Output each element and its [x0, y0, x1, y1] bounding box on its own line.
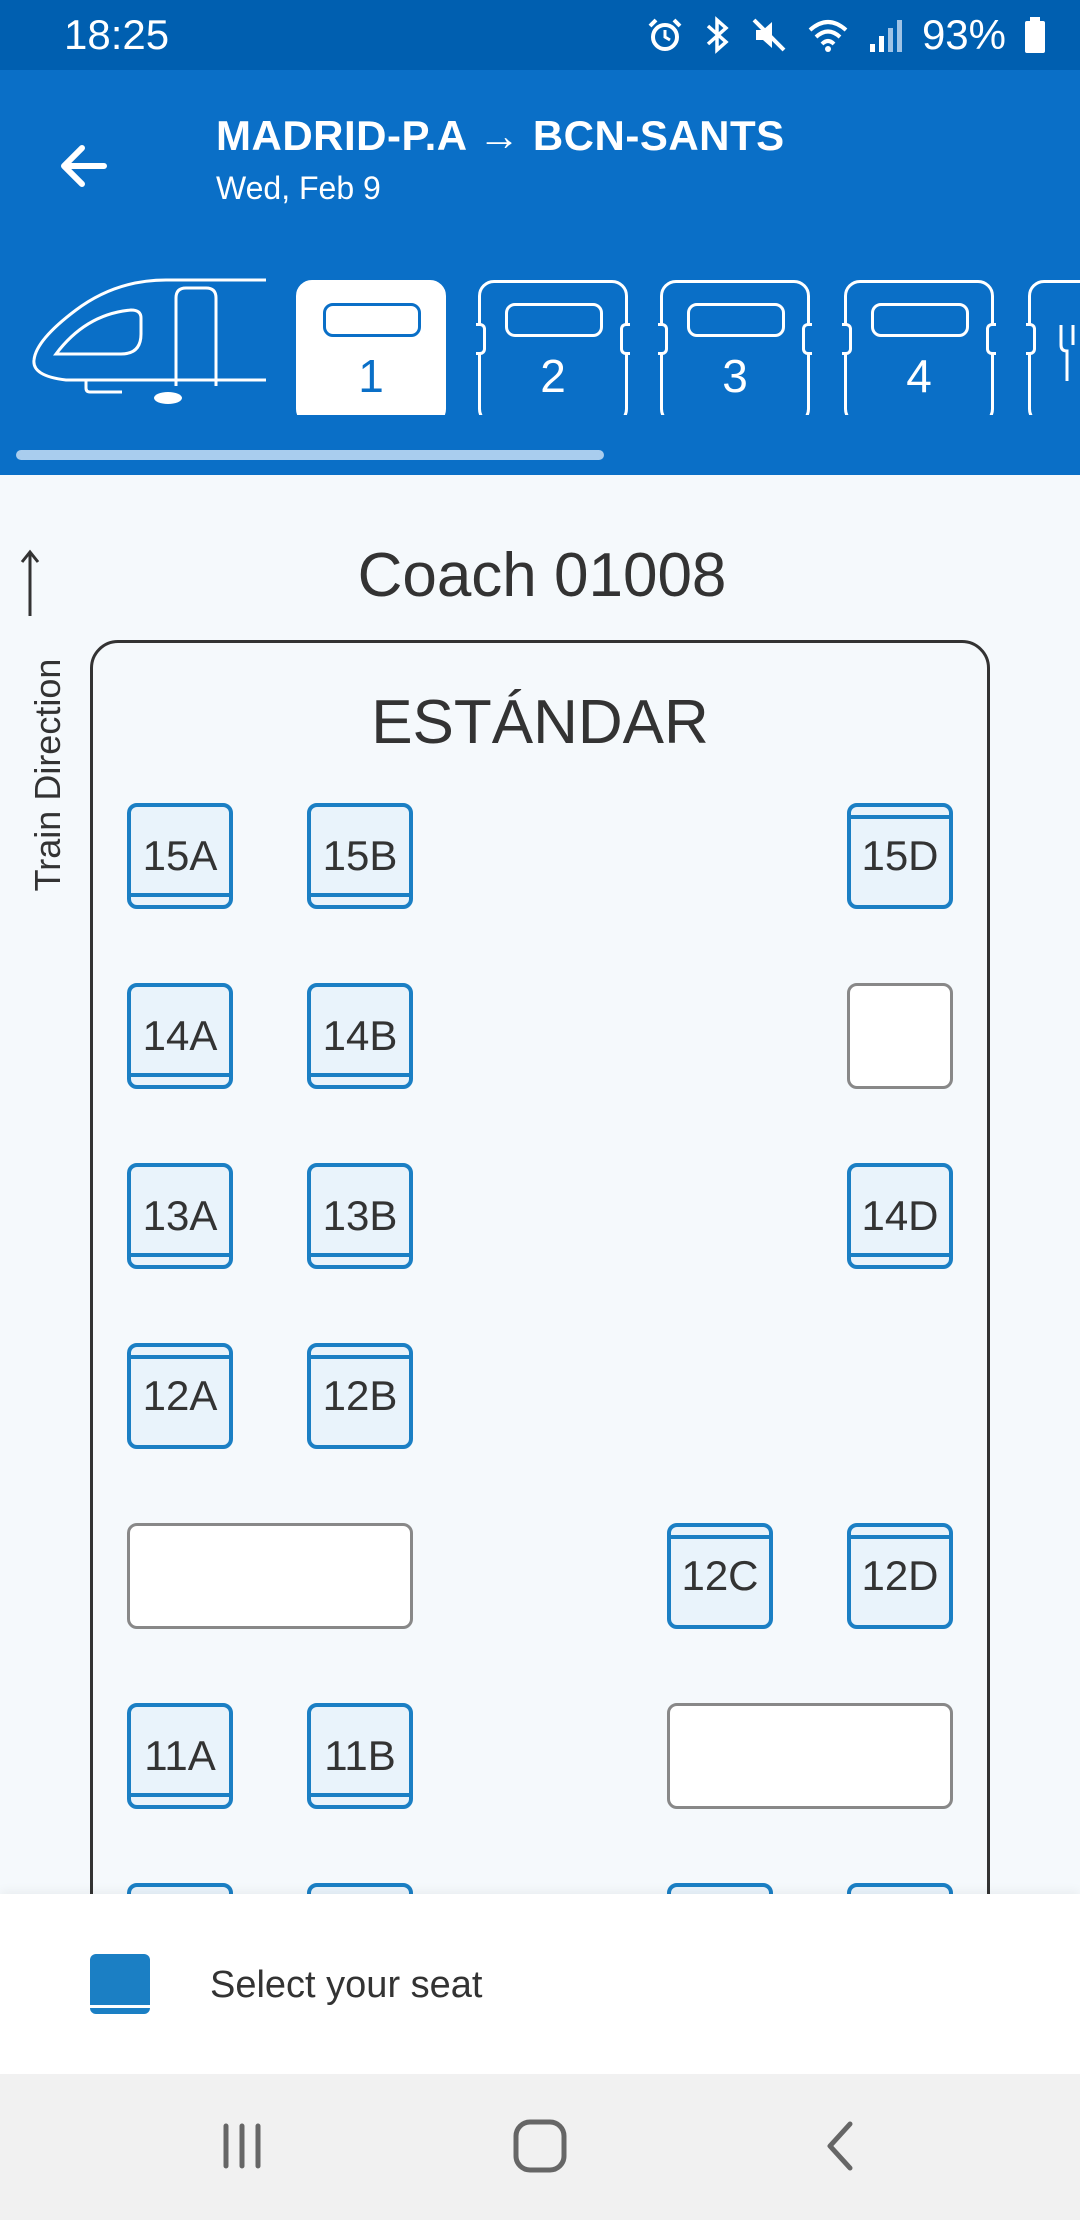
wifi-icon	[808, 20, 848, 52]
coach-title: Coach 01008	[357, 541, 727, 610]
coach-tab-2[interactable]: 2	[476, 280, 630, 415]
unavailable-slot	[847, 983, 953, 1089]
status-icons: 93%	[646, 11, 1046, 59]
arrow-up-icon	[20, 549, 40, 616]
route-date: Wed, Feb 9	[216, 170, 381, 206]
status-time: 18:25	[64, 11, 170, 58]
coach-scrollbar[interactable]	[16, 450, 604, 460]
recent-apps-button[interactable]	[210, 2114, 274, 2178]
coach-tab-4[interactable]: 4	[842, 280, 996, 415]
coach-window	[687, 303, 785, 337]
back-button[interactable]	[38, 120, 130, 212]
seat-15b[interactable]: 15B	[307, 803, 413, 909]
system-nav-bar	[0, 2074, 1080, 2220]
coach-number: 2	[540, 350, 566, 402]
table-slot	[127, 1523, 413, 1629]
signal-icon	[869, 20, 902, 52]
bluetooth-icon	[706, 16, 729, 54]
seat-label: 12B	[322, 1372, 398, 1419]
seat-13a[interactable]: 13A	[127, 1163, 233, 1269]
seat-12c[interactable]: 12C	[667, 1523, 773, 1629]
train-direction-indicator: Train Direction	[20, 600, 76, 950]
seat-13b[interactable]: 13B	[307, 1163, 413, 1269]
back-nav-button[interactable]	[810, 2114, 874, 2178]
coach-tab-3[interactable]: 3	[658, 280, 812, 415]
coach-window	[505, 303, 603, 337]
seat-map: ESTÁNDAR 15A 15B 15D 14A 14B 13A 13B 14D…	[90, 640, 990, 2040]
table-slot	[667, 1703, 953, 1809]
coach-tab-1[interactable]: 1	[296, 280, 446, 415]
seat-legend-icon	[90, 1954, 150, 2014]
battery-icon	[1025, 17, 1045, 53]
legend-label: Select your seat	[210, 1964, 483, 2006]
seat-label: 12D	[861, 1552, 939, 1599]
seat-label: 12C	[681, 1552, 759, 1599]
coach-connector	[986, 323, 996, 355]
coach-connector	[476, 323, 486, 355]
seat-label: 14B	[322, 1012, 398, 1059]
alarm-icon	[648, 18, 682, 51]
coach-tab-cafeteria[interactable]	[1026, 280, 1080, 415]
seat-label: 15B	[322, 832, 398, 879]
seat-label: 15D	[861, 832, 939, 879]
seat-11b[interactable]: 11B	[307, 1703, 413, 1809]
mute-icon	[752, 18, 786, 52]
app-header: MADRID-P.A → BCN-SANTS Wed, Feb 9 1 2	[0, 70, 1080, 475]
cutlery-icon	[1059, 325, 1075, 381]
battery-percent: 93%	[921, 11, 1006, 58]
seat-14d[interactable]: 14D	[847, 1163, 953, 1269]
seat-label: 13B	[322, 1192, 398, 1239]
seat-label: 13A	[142, 1192, 218, 1239]
seat-legend: Select your seat	[0, 1894, 1080, 2074]
coach-connector	[802, 323, 812, 355]
seat-label: 11B	[324, 1732, 396, 1779]
coach-window	[871, 303, 969, 337]
coach-connector	[1026, 323, 1036, 355]
status-bar: 18:25	[0, 0, 1080, 70]
seat-12b[interactable]: 12B	[307, 1343, 413, 1449]
seat-label: 15A	[142, 832, 218, 879]
locomotive-icon	[32, 278, 266, 404]
seat-12d[interactable]: 12D	[847, 1523, 953, 1629]
coach-window	[323, 303, 421, 337]
seat-15d[interactable]: 15D	[847, 803, 953, 909]
seat-label: 14D	[861, 1192, 939, 1239]
coach-connector	[842, 323, 852, 355]
home-button[interactable]	[508, 2114, 572, 2178]
coach-selector[interactable]: 1 2 3 4	[0, 270, 1080, 415]
coach-connector	[620, 323, 630, 355]
seat-14a[interactable]: 14A	[127, 983, 233, 1089]
coach-number: 1	[358, 350, 384, 402]
seat-label: 12A	[142, 1372, 218, 1419]
seat-14b[interactable]: 14B	[307, 983, 413, 1089]
arrow-left-icon	[61, 145, 107, 187]
route-title: MADRID-P.A → BCN-SANTS	[216, 112, 785, 159]
class-name: ESTÁNDAR	[371, 688, 709, 757]
seat-label: 14A	[142, 1012, 218, 1059]
coach-number: 3	[722, 350, 748, 402]
seat-12a[interactable]: 12A	[127, 1343, 233, 1449]
coach-connector	[658, 323, 668, 355]
train-direction-label: Train Direction	[27, 658, 68, 892]
seat-15a[interactable]: 15A	[127, 803, 233, 909]
seat-11a[interactable]: 11A	[127, 1703, 233, 1809]
coach-number: 4	[906, 350, 932, 402]
seat-label: 11A	[144, 1732, 216, 1779]
